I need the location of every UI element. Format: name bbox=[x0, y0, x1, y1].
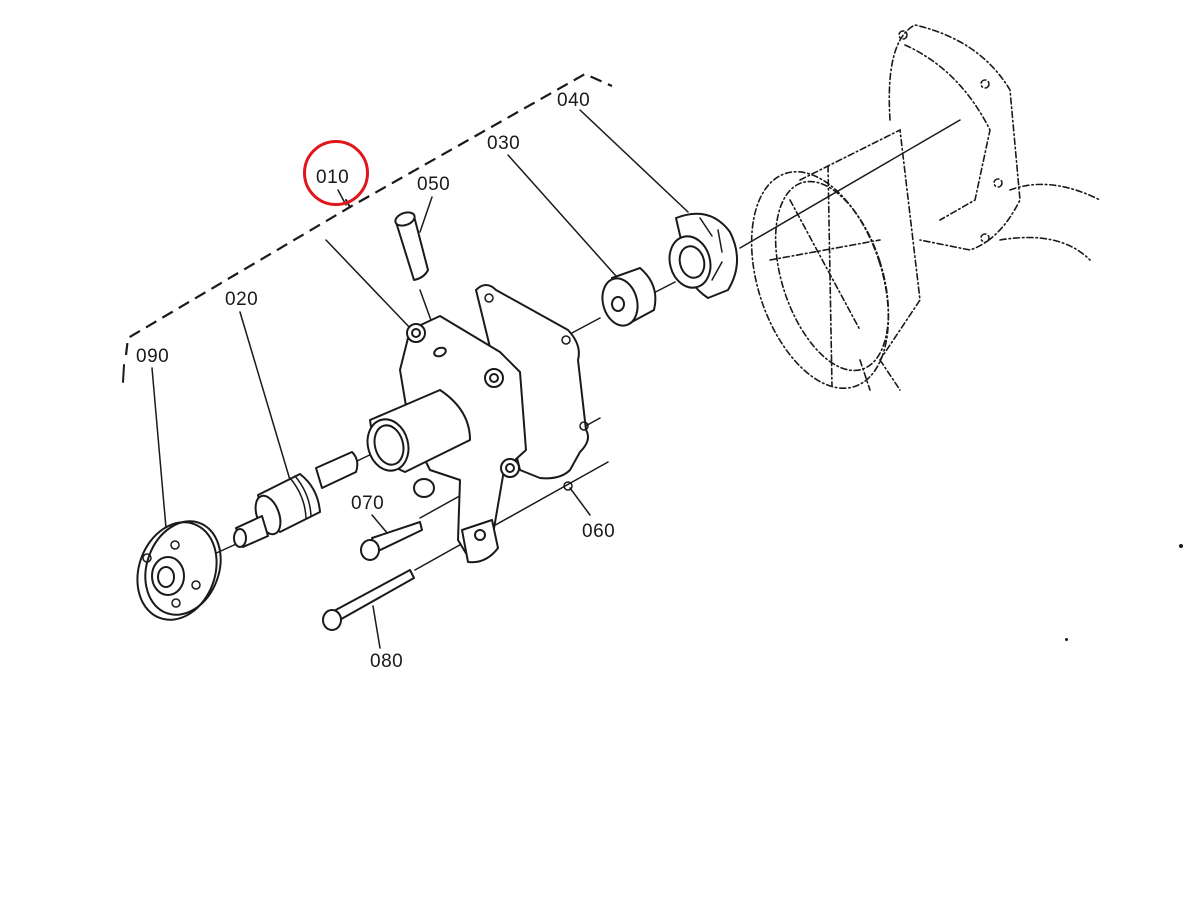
highlight-circle bbox=[303, 140, 369, 206]
callout-070[interactable]: 070 bbox=[351, 493, 385, 514]
bolt-long-part bbox=[322, 569, 415, 631]
callout-030[interactable]: 030 bbox=[487, 133, 521, 154]
scan-speck bbox=[1179, 544, 1183, 548]
bearing-shaft-part bbox=[233, 451, 359, 548]
callout-060[interactable]: 060 bbox=[582, 521, 616, 542]
engine-block-background bbox=[750, 24, 1101, 391]
mechanical-seal-part bbox=[601, 267, 657, 327]
impeller-part bbox=[668, 212, 738, 299]
bolt-short-part bbox=[360, 521, 423, 561]
callout-080[interactable]: 080 bbox=[370, 651, 404, 672]
callout-050[interactable]: 050 bbox=[417, 174, 451, 195]
water-pump-housing-part bbox=[366, 284, 589, 564]
callout-020[interactable]: 020 bbox=[225, 289, 259, 310]
scan-speck bbox=[1065, 638, 1068, 641]
pulley-flange-part bbox=[136, 520, 222, 621]
pipe-part bbox=[394, 211, 429, 281]
callout-090[interactable]: 090 bbox=[136, 346, 170, 367]
callout-040[interactable]: 040 bbox=[557, 90, 591, 111]
